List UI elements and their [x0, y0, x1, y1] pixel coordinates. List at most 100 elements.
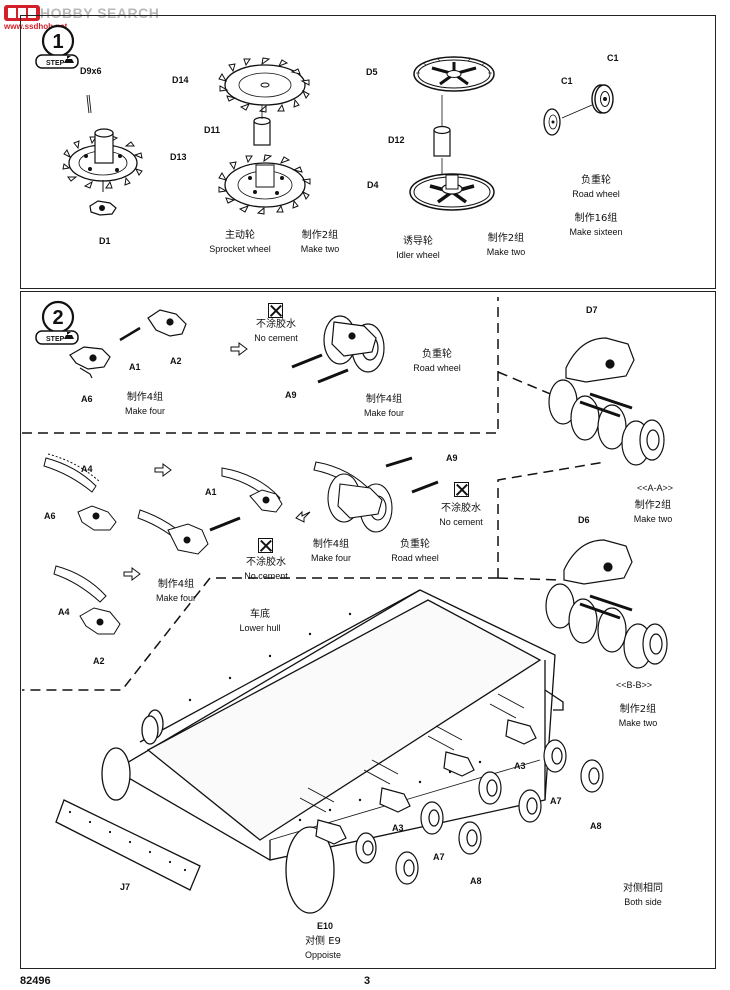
caption-make-four-3-en: Make four [310, 552, 352, 563]
caption-bb-qty-zh: 制作2组 [619, 704, 657, 715]
label-a7-right: A7 [550, 796, 562, 806]
caption-both-side-zh: 对侧相同 [623, 883, 663, 894]
disk-e10-drawing [285, 826, 335, 914]
label-d11: D11 [204, 125, 221, 135]
step1-number: 1 [52, 31, 63, 53]
no-cement-icon-2 [454, 482, 469, 497]
step1-panel [20, 15, 716, 289]
caption-sprocket-qty-en: Make two [300, 243, 340, 254]
caption-make-four-2: 制作4组 Make four [364, 393, 404, 419]
caption-make-four-3-zh: 制作4组 [312, 539, 350, 550]
bogie-aa-drawing [548, 337, 665, 466]
caption-no-cement-2-zh: 不涂胶水 [441, 503, 481, 514]
no-cement-icon-1 [268, 303, 283, 318]
caption-no-cement-3-en: No cement [244, 570, 288, 581]
sprocket-d14-drawing [218, 57, 310, 113]
caption-road-wheel-1-zh: 负重轮 [422, 349, 452, 360]
caption-road-wheel-1-en: Road wheel [413, 362, 461, 373]
idler-d5-drawing [413, 56, 495, 92]
label-c1-left: C1 [561, 76, 573, 86]
label-d5: D5 [366, 67, 378, 77]
watermark-red-icon [4, 5, 40, 21]
caption-make-four-2-en: Make four [363, 407, 405, 418]
label-d12: D12 [388, 135, 405, 145]
caption-make-four-4-en: Make four [155, 592, 197, 603]
caption-opposite-en: Oppoiste [304, 949, 342, 960]
label-a4-mid: A4 [81, 464, 93, 474]
step2-badge-text: STEP [46, 336, 65, 343]
step1-drawings [62, 56, 614, 216]
step1-badge: 1 STEP [30, 24, 80, 70]
caption-opposite-zh: 对侧 E9 [305, 936, 341, 947]
caption-lower-hull-en: Lower hull [239, 622, 281, 633]
caption-road-wheel-2-zh: 负重轮 [400, 539, 430, 550]
leaf-spring-a4-drawing [43, 453, 117, 531]
caption-no-cement-2: 不涂胶水 No cement [439, 502, 483, 528]
caption-no-cement-1-en: No cement [254, 332, 298, 343]
caption-idler-wheel-zh: 诱导轮 [403, 236, 433, 247]
leaf-spring-lower-drawing [53, 565, 121, 635]
caption-sprocket-qty-zh: 制作2组 [301, 230, 339, 241]
label-a2-low: A2 [93, 656, 105, 666]
caption-no-cement-1-zh: 不涂胶水 [256, 319, 296, 330]
label-d4: D4 [367, 180, 379, 190]
label-e10: E10 [317, 921, 334, 931]
label-a9-top: A9 [285, 390, 297, 400]
caption-idler-qty-zh: 制作2组 [487, 233, 525, 244]
caption-bb-qty-en: Make two [618, 717, 658, 728]
watermark-logo-text: HOBBY SEARCH [40, 5, 160, 21]
label-a8-left: A8 [470, 876, 482, 886]
caption-sprocket-wheel-zh: 主动轮 [224, 230, 255, 241]
label-d14: D14 [172, 75, 189, 85]
caption-lower-hull-zh: 车底 [250, 609, 270, 620]
caption-make-four-3: 制作4组 Make four [311, 538, 351, 564]
caption-road-wheel-qty: 制作16组 Make sixteen [569, 212, 622, 238]
bottom-wheels-drawing [315, 719, 604, 885]
label-c1-right: C1 [607, 53, 619, 63]
caption-no-cement-2-en: No cement [439, 516, 483, 527]
caption-road-wheel-step1-zh: 负重轮 [581, 175, 611, 186]
caption-road-wheel-2-en: Road wheel [391, 552, 439, 563]
kit-number: 82496 [20, 975, 51, 987]
caption-no-cement-3: 不涂胶水 No cement [244, 556, 288, 582]
caption-road-wheel-step1-en: Road wheel [572, 188, 620, 199]
label-j7: J7 [120, 882, 131, 892]
caption-lower-hull: 车底 Lower hull [239, 608, 280, 634]
label-a6-top: A6 [81, 394, 93, 404]
caption-sprocket-qty: 制作2组 Make two [301, 229, 340, 255]
caption-no-cement-3-zh: 不涂胶水 [246, 557, 286, 568]
caption-road-wheel-step1: 负重轮 Road wheel [572, 174, 620, 200]
watermark-logo: HOBBY SEARCH www.ssdhob.net [2, 3, 162, 33]
section-bb-title: <<B-B>> [615, 680, 653, 690]
label-a7-left: A7 [433, 852, 445, 862]
caption-bb-qty: 制作2组 Make two [619, 703, 658, 729]
road-wheel-assembly-mid-drawing [313, 456, 439, 533]
caption-both-side: 对侧相同 Both side [623, 882, 663, 908]
lower-hull-drawing [101, 589, 564, 861]
caption-no-cement-1: 不涂胶水 No cement [254, 318, 298, 344]
caption-make-four-2-zh: 制作4组 [365, 394, 403, 405]
label-d7: D7 [586, 305, 598, 315]
idler-d4-drawing [409, 173, 495, 211]
bogie-bb-drawing [545, 539, 668, 669]
caption-road-wheel-qty-zh: 制作16组 [574, 213, 618, 224]
leaf-spring-mid-drawing [137, 467, 283, 555]
label-d9: D9x6 [80, 66, 102, 76]
label-a1-mid: A1 [205, 487, 217, 497]
sprocket-d13-drawing [62, 128, 143, 192]
label-a6-mid: A6 [44, 511, 56, 521]
road-wheel-assembly-top-drawing [291, 315, 385, 384]
caption-road-wheel-qty-en: Make sixteen [569, 226, 623, 237]
label-d13: D13 [170, 152, 187, 162]
section-aa-title: <<A-A>> [636, 483, 674, 493]
step2-panel [20, 291, 716, 969]
caption-both-side-en: Both side [624, 896, 662, 907]
watermark-site: www.ssdhob.net [4, 22, 68, 31]
label-a4-low: A4 [58, 607, 70, 617]
